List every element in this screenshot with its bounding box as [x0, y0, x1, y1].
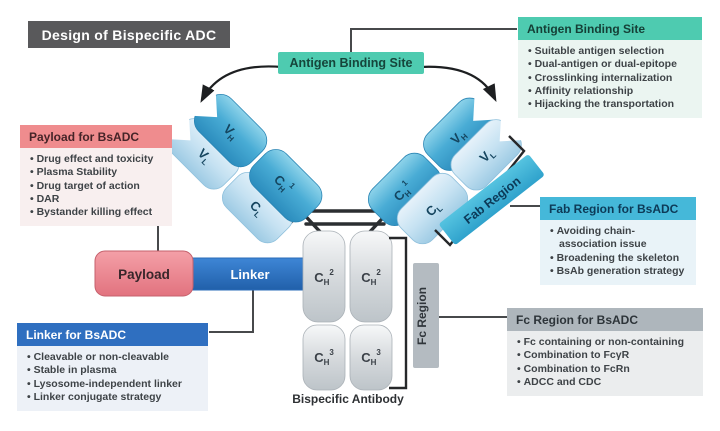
antigen-info-list: Suitable antigen selectionDual-antigen o… [518, 40, 702, 119]
fab-info-list: Avoiding chain-association issueBroadeni… [540, 220, 696, 286]
linker-info-list: Cleavable or non-cleavableStable in plas… [17, 346, 208, 412]
linker-bar-label: Linker [230, 267, 269, 282]
bullet-item: Cleavable or non-cleavable [27, 351, 200, 364]
ch3-domain-left [302, 324, 346, 391]
ch2-label-left: CH2 [314, 268, 334, 287]
antigen-connector-line [350, 28, 517, 53]
fc-region-label-group: Fc Region [413, 263, 439, 368]
bullet-item: Combination to FcγR [517, 349, 695, 362]
vh-notch-left [191, 91, 218, 118]
linker-info-header: Linker for BsADC [17, 323, 208, 347]
ch2-domain-right [349, 230, 393, 323]
vh-notch-right [473, 95, 499, 121]
left-heavy-chain: VH CH1 [191, 91, 323, 223]
bullet-item: Hijacking the transportation [528, 98, 694, 111]
antigen-binding-site-label: Antigen Binding Site [278, 52, 424, 74]
fc-region-label: Fc Region [415, 287, 429, 345]
fab-info-box: Fab Region for BsADC Avoiding chain-asso… [540, 197, 696, 286]
bullet-item: DAR [30, 193, 164, 206]
right-light-chain: CL VL [396, 117, 524, 245]
ch2-domain-left [302, 230, 346, 323]
fab-info-header: Fab Region for BsADC [540, 197, 696, 221]
payload-shape-label: Payload [118, 267, 170, 282]
bullet-item: Broadening the skeleton [550, 252, 688, 265]
fc-bracket [389, 236, 408, 390]
bullet-item: Dual-antigen or dual-epitope [528, 58, 694, 71]
ch3-domain-right [349, 324, 393, 391]
bullet-item: Combination to FcRn [517, 363, 695, 376]
bullet-item: Crosslinking internalization [528, 72, 694, 85]
linker-connector-line [209, 290, 254, 333]
ch1-domain-left [249, 149, 323, 223]
curved-arrow-right [419, 65, 497, 102]
fc-info-box: Fc Region for BsADC Fc containing or non… [507, 308, 703, 397]
ch3-label-right: CH3 [361, 348, 381, 367]
fc-info-list: Fc containing or non-containingCombinati… [507, 331, 703, 397]
left-light-chain: VL CL [166, 116, 294, 244]
bullet-item: Drug effect and toxicity [30, 153, 164, 166]
linker-info-box: Linker for BsADC Cleavable or non-cleava… [17, 323, 208, 412]
bullet-item: Linker conjugate strategy [27, 391, 200, 404]
fc-info-header: Fc Region for BsADC [507, 308, 703, 332]
bullet-item: Fc containing or non-containing [517, 336, 695, 349]
bullet-item: Drug target of action [30, 180, 164, 193]
ch3-label-left: CH3 [314, 348, 334, 367]
bullet-item: Plasma Stability [30, 166, 164, 179]
bullet-item: ADCC and CDC [517, 376, 695, 389]
ch2-label-right: CH2 [361, 268, 381, 287]
bullet-item: Avoiding chain-association issue [550, 225, 688, 251]
payload-info-list: Drug effect and toxicityPlasma Stability… [20, 148, 172, 227]
bispecific-antibody-caption: Bispecific Antibody [292, 392, 404, 406]
antigen-info-box: Antigen Binding Site Suitable antigen se… [518, 17, 702, 119]
vl-notch-left [166, 116, 191, 141]
payload-info-header: Payload for BsADC [20, 125, 172, 149]
bullet-item: Stable in plasma [27, 364, 200, 377]
page-title: Design of Bispecific ADC [28, 21, 230, 48]
bullet-item: Affinity relationship [528, 85, 694, 98]
fab-region-label-box [439, 155, 544, 245]
payload-info-box: Payload for BsADC Drug effect and toxici… [20, 125, 172, 227]
fc-region-label-box [413, 263, 439, 368]
bullet-item: Suitable antigen selection [528, 45, 694, 58]
bullet-item: Bystander killing effect [30, 206, 164, 219]
antigen-info-header: Antigen Binding Site [518, 17, 702, 41]
curved-arrow-left [200, 65, 283, 103]
vl-notch-right [499, 117, 524, 142]
bullet-item: Lysosome-independent linker [27, 378, 200, 391]
fc-cylinders: CH2 CH2 CH3 CH3 [302, 230, 393, 391]
bullet-item: BsAb generation strategy [550, 265, 688, 278]
payload-shape [94, 250, 194, 297]
